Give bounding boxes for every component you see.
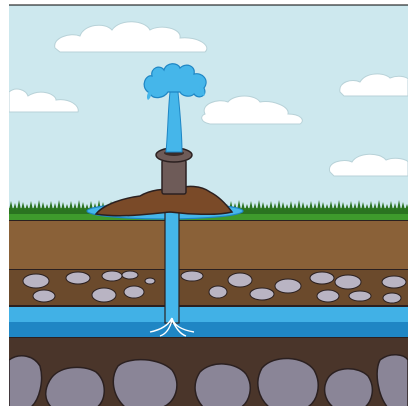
stone-icon <box>92 288 116 302</box>
well-shaft <box>165 208 179 323</box>
stone-icon <box>349 291 371 301</box>
stone-icon <box>66 272 90 284</box>
stone-icon <box>145 278 155 284</box>
boulder-icon <box>113 360 177 408</box>
stone-icon <box>335 275 361 289</box>
stone-icon <box>124 286 144 298</box>
stone-icon <box>23 274 49 288</box>
aquifer-deep-band <box>9 322 408 338</box>
stone-icon <box>275 279 301 293</box>
stone-icon <box>181 271 203 281</box>
stone-icon <box>383 293 401 303</box>
stone-icon <box>317 290 339 302</box>
stone-icon <box>102 271 122 281</box>
stone-icon <box>122 271 138 279</box>
stone-icon <box>382 276 406 288</box>
boulder-icon <box>325 369 373 408</box>
topsoil-layer <box>9 221 408 270</box>
stone-icon <box>209 286 227 298</box>
stone-icon <box>228 273 252 287</box>
stone-icon <box>250 288 274 300</box>
stone-icon <box>33 290 55 302</box>
boulder-icon <box>9 356 42 408</box>
boulder-icon <box>195 364 250 408</box>
stone-icon <box>310 272 334 284</box>
well-casing-icon <box>156 148 192 194</box>
boulder-icon <box>258 358 318 408</box>
